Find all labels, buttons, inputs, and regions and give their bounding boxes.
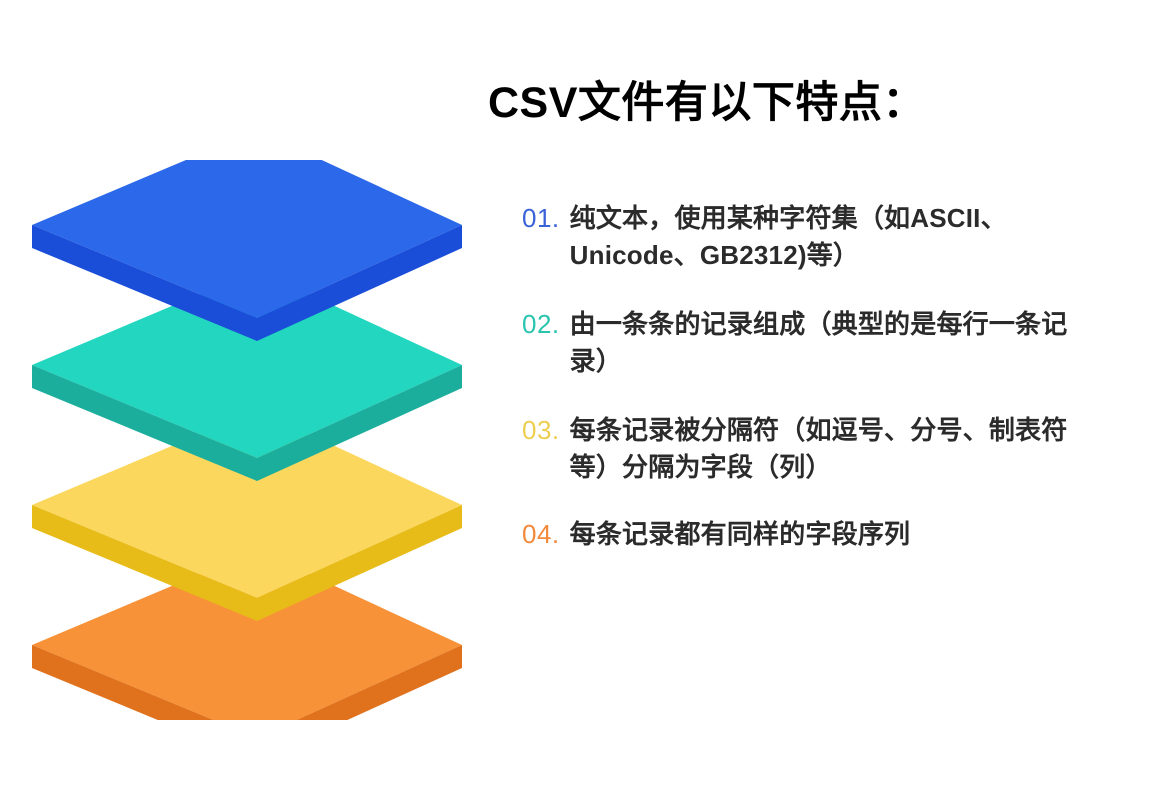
layer-yellow-left-side (32, 505, 257, 621)
layer-blue-right-side (257, 225, 462, 341)
layer-blue-top (32, 160, 462, 318)
feature-list: 01. 纯文本，使用某种字符集（如ASCII、Unicode、GB2312)等）… (522, 200, 1142, 553)
layer-blue-left-side (32, 225, 257, 341)
list-item: 02. 由一条条的记录组成（典型的是每行一条记录） (522, 306, 1142, 380)
isometric-layer-stack-figure (12, 160, 482, 720)
layer-teal-left-side (32, 365, 257, 481)
layer-orange (32, 550, 462, 720)
layer-orange-top (32, 550, 462, 720)
feature-index-02: 02. (522, 309, 560, 339)
list-item: 03. 每条记录被分隔符（如逗号、分号、制表符等）分隔为字段（列） (522, 412, 1142, 486)
layer-yellow-top (32, 410, 462, 598)
layer-yellow (32, 410, 462, 621)
feature-text-02: 由一条条的记录组成（典型的是每行一条记录） (569, 309, 1068, 376)
list-item: 04. 每条记录都有同样的字段序列 (522, 516, 1142, 553)
content-column: CSV文件有以下特点： 01. 纯文本，使用某种字符集（如ASCII、Unico… (488, 78, 1148, 549)
list-item: 01. 纯文本，使用某种字符集（如ASCII、Unicode、GB2312)等） (522, 200, 1142, 274)
page-title: CSV文件有以下特点： (488, 79, 926, 127)
feature-text-04: 每条记录都有同样的字段序列 (569, 519, 911, 549)
layer-yellow-right-side (257, 505, 462, 621)
layer-orange-right-side (296, 645, 462, 720)
feature-text-03: 每条记录被分隔符（如逗号、分号、制表符等）分隔为字段（列） (569, 415, 1068, 482)
layer-blue (32, 160, 462, 341)
feature-index-04: 04. (522, 519, 560, 549)
feature-text-01: 纯文本，使用某种字符集（如ASCII、Unicode、GB2312)等） (569, 203, 1007, 270)
layer-teal (32, 270, 462, 481)
layer-stack-svg (32, 160, 462, 720)
feature-index-03: 03. (522, 415, 560, 445)
layer-teal-right-side (257, 365, 462, 481)
feature-index-01: 01. (522, 203, 560, 233)
layer-orange-left-side (32, 645, 214, 720)
layer-teal-top (32, 270, 462, 458)
